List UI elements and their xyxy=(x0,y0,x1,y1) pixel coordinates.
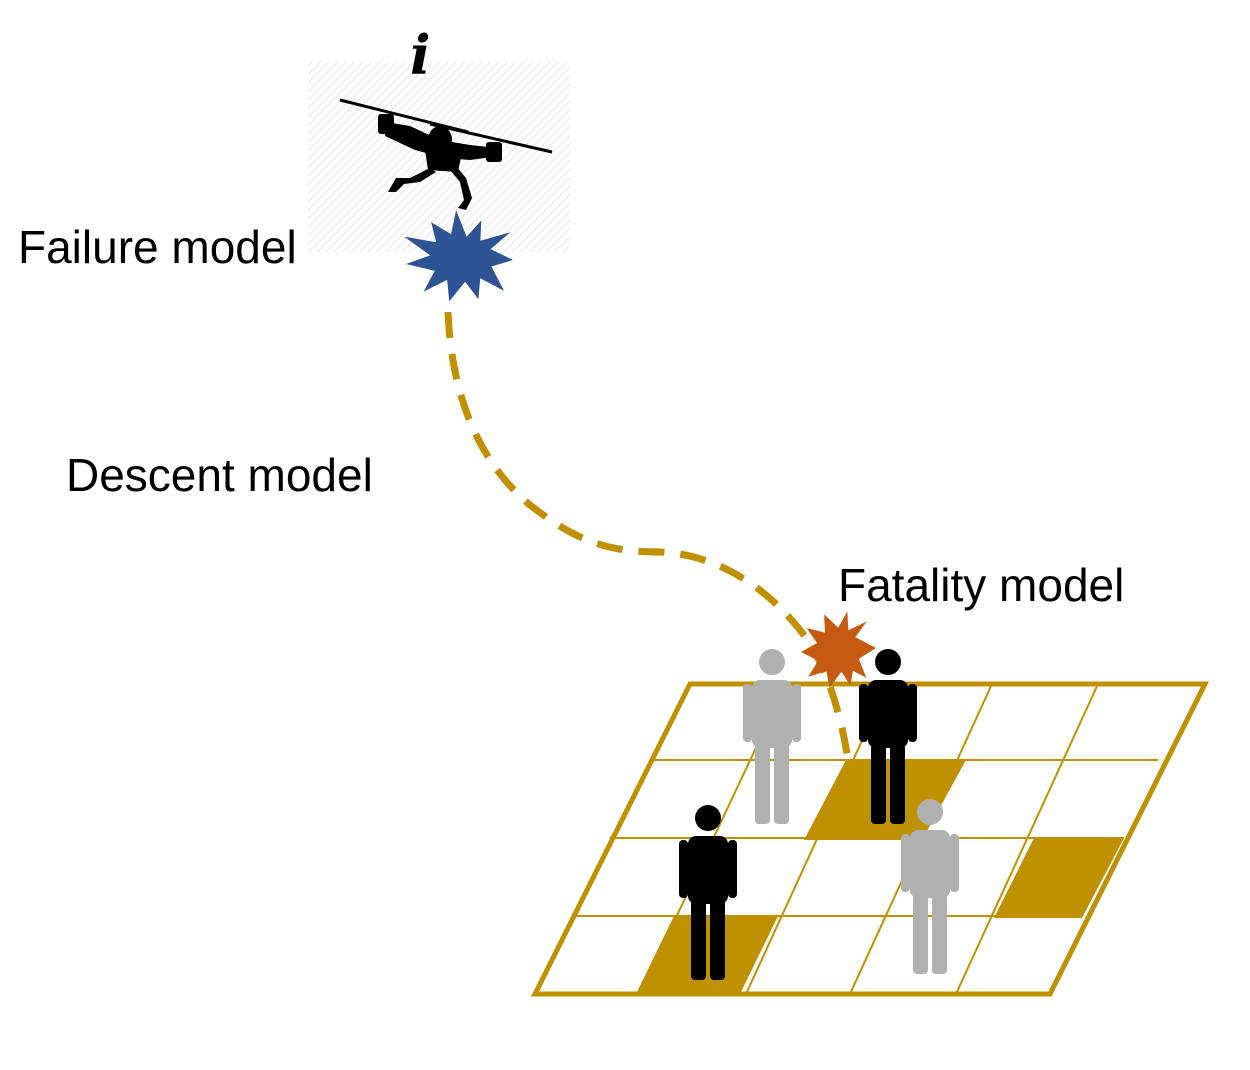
impact-burst-icon xyxy=(801,611,876,688)
grid-cell-shaded xyxy=(636,916,778,994)
person-icon xyxy=(901,799,959,974)
failure-model-label: Failure model xyxy=(18,221,297,273)
uav-index-label: i xyxy=(410,23,431,87)
person-icon xyxy=(743,649,801,824)
grid-cell-shaded xyxy=(994,838,1124,918)
descent-model-label: Descent model xyxy=(66,449,373,501)
person-icon xyxy=(679,805,737,980)
drone-icon xyxy=(339,98,553,210)
person-icon xyxy=(859,649,917,824)
failure-burst-icon xyxy=(404,210,513,302)
fatality-model-label: Fatality model xyxy=(838,559,1125,611)
